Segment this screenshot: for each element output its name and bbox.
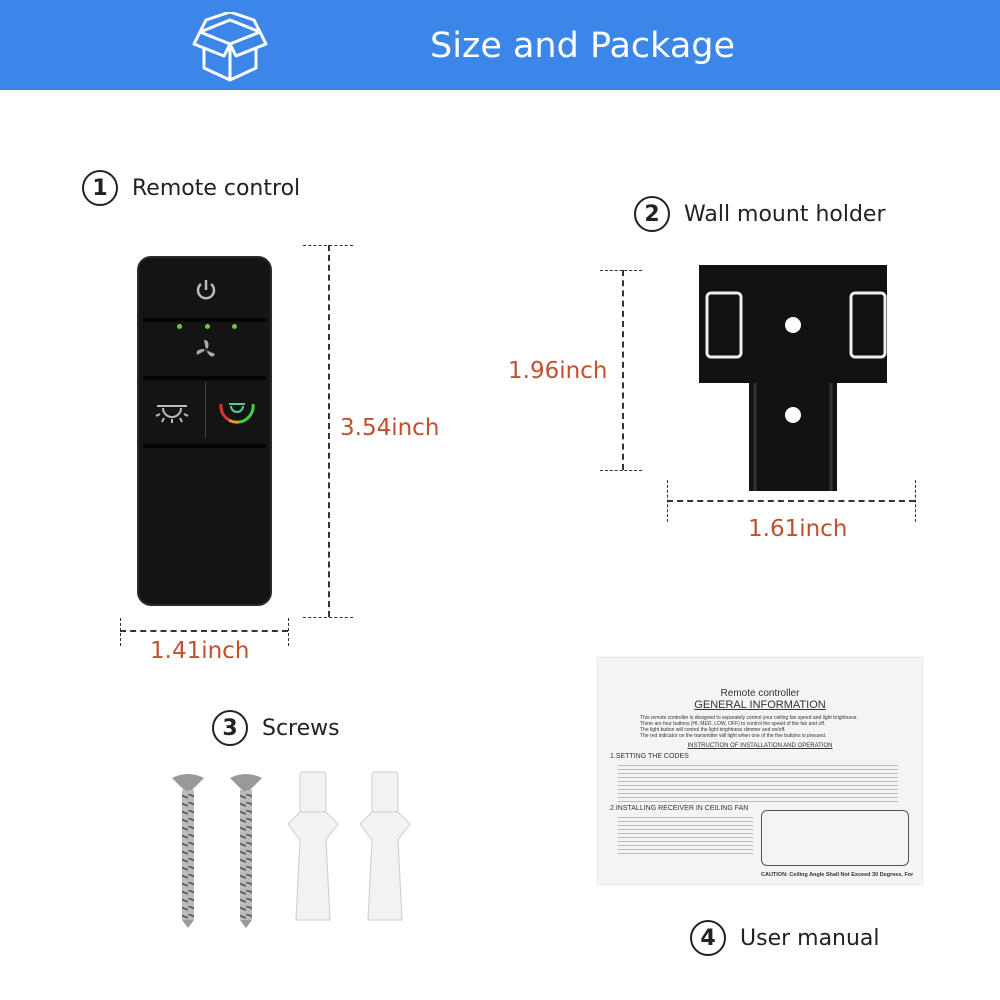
dimension-line	[667, 480, 668, 522]
manual-line: The light button will control the light …	[640, 727, 786, 733]
remote-height: 3.54inch	[340, 415, 440, 441]
dimension-line	[328, 245, 330, 617]
item-number: 3	[212, 710, 248, 746]
label-screws: 3 Screws	[212, 710, 340, 746]
dimension-line	[622, 270, 624, 470]
label-user-manual: 4 User manual	[690, 920, 880, 956]
manual-line: This remote controller is designed to se…	[640, 715, 858, 721]
box-icon	[192, 12, 268, 82]
user-manual-image: Remote controller GENERAL INFORMATION Th…	[598, 658, 922, 884]
holder-width: 1.61inch	[748, 516, 848, 542]
dimension-line	[600, 470, 642, 471]
item-label: User manual	[740, 925, 880, 951]
item-label: Wall mount holder	[684, 201, 886, 227]
manual-section: 1.SETTING THE CODES	[610, 753, 689, 760]
manual-subheading: INSTRUCTION OF INSTALLATION AND OPERATIO…	[687, 743, 833, 749]
dimension-line	[915, 480, 916, 522]
page-title: Size and Package	[430, 26, 736, 66]
manual-line: There are four buttons (HI, MED, LOW, OF…	[640, 721, 826, 727]
remote-width: 1.41inch	[150, 638, 250, 664]
dimension-line	[600, 270, 642, 271]
item-label: Remote control	[132, 175, 301, 201]
manual-caution: CAUTION: Ceiling Angle Shall Not Exceed …	[761, 872, 914, 878]
manual-line: The red indicator on the transmitter wil…	[640, 733, 827, 739]
manual-section: 2.INSTALLING RECEIVER IN CEILING FAN	[610, 805, 749, 812]
fan-icon	[196, 340, 215, 357]
wall-mount-holder-image	[699, 265, 887, 491]
remote-control-image	[137, 256, 272, 606]
dimension-line	[667, 500, 915, 502]
light-icon	[155, 405, 189, 423]
item-number: 4	[690, 920, 726, 956]
manual-figure	[761, 810, 909, 866]
dimension-line	[288, 618, 289, 646]
label-remote-control: 1 Remote control	[82, 170, 300, 206]
manual-heading: GENERAL INFORMATION	[694, 699, 826, 711]
item-number: 1	[82, 170, 118, 206]
holder-height: 1.96inch	[508, 358, 608, 384]
item-label: Screws	[262, 715, 340, 741]
dimension-line	[120, 630, 288, 632]
label-wall-mount-holder: 2 Wall mount holder	[634, 196, 886, 232]
screws-image	[172, 771, 411, 928]
power-icon	[196, 280, 216, 300]
manual-title: Remote controller	[720, 688, 800, 699]
header-banner: Size and Package	[0, 0, 1000, 90]
item-number: 2	[634, 196, 670, 232]
dimension-line	[303, 617, 353, 618]
dimmer-icon	[219, 403, 255, 424]
dimension-line	[120, 618, 121, 646]
indicator-leds	[177, 324, 237, 329]
